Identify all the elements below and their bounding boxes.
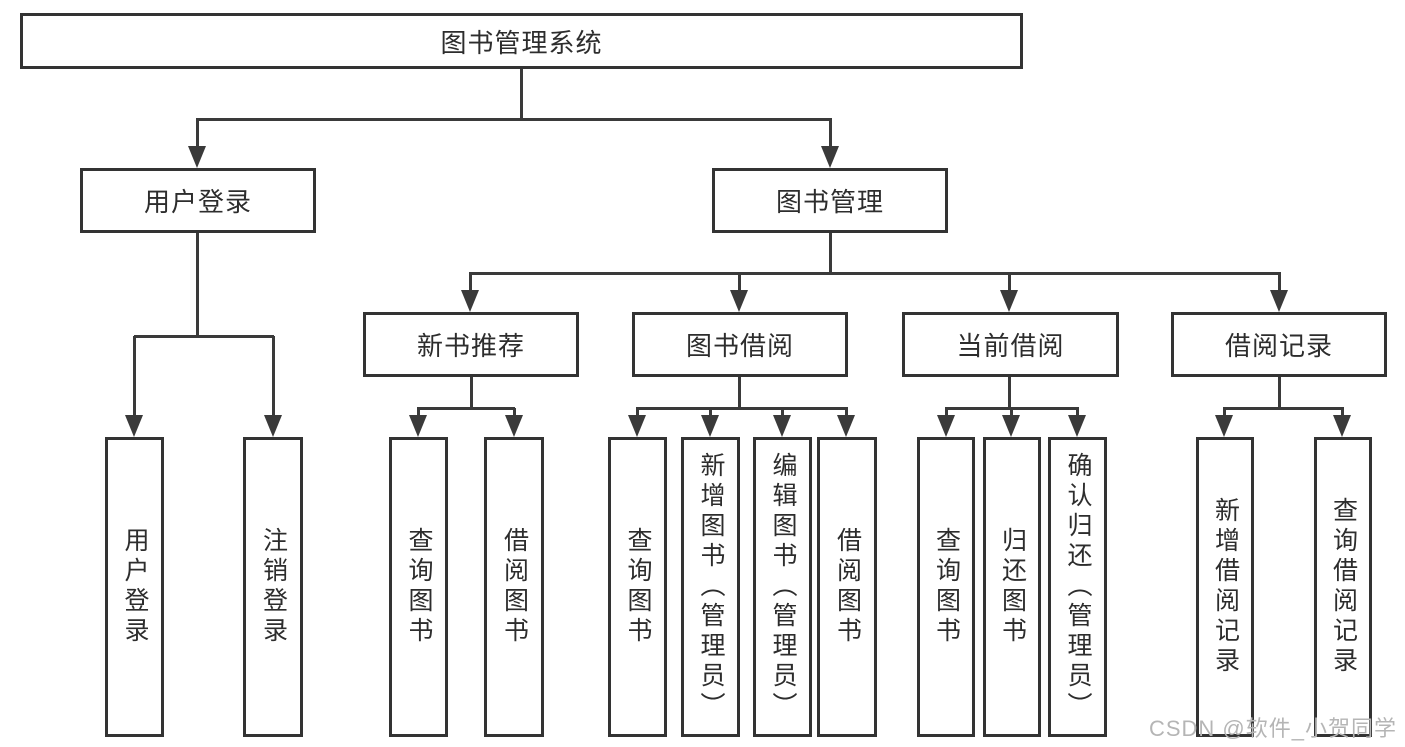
arrowhead-user-login-branch	[188, 146, 206, 168]
watermark: CSDN @软件_小贺同学	[1148, 716, 1397, 741]
connector-root-tbar	[196, 118, 832, 121]
connector-drop-br-add	[1223, 408, 1226, 417]
connector-book-borrowing-tbar	[636, 407, 848, 410]
node-bb-add-books-admin: 新增图书（管理员）	[681, 437, 740, 737]
connector-drop-bb-query	[636, 408, 639, 417]
arrowhead-bb-add	[701, 415, 719, 437]
connector-borrowing-records-stem	[1278, 377, 1281, 408]
connector-drop-book-management	[829, 119, 832, 148]
connector-user-login-tbar	[134, 335, 274, 338]
node-library-system: 图书管理系统	[20, 13, 1023, 69]
connector-drop-br-query	[1341, 408, 1344, 417]
connector-book-borrowing-stem	[738, 377, 741, 408]
connector-drop-bb-borrow	[845, 408, 848, 417]
connector-borrowing-records-tbar	[1223, 407, 1344, 410]
arrowhead-br-add	[1215, 415, 1233, 437]
connector-drop-current-borrowing	[1008, 273, 1011, 293]
node-bb-query-books: 查询图书	[608, 437, 667, 737]
arrowhead-br-query	[1333, 415, 1351, 437]
connector-drop-cb-confirm	[1076, 408, 1079, 417]
node-bb-borrow-books: 借阅图书	[817, 437, 877, 737]
node-br-query-record: 查询借阅记录	[1314, 437, 1372, 737]
arrowhead-current-borrowing	[1000, 290, 1018, 312]
connector-root-stem	[520, 69, 523, 119]
node-nbr-borrow-books: 借阅图书	[484, 437, 544, 737]
node-logout-login: 注销登录	[243, 437, 303, 737]
connector-book-management-stem	[829, 233, 832, 274]
arrowhead-book-borrowing	[730, 290, 748, 312]
node-book-borrowing: 图书借阅	[632, 312, 848, 377]
node-nbr-query-books: 查询图书	[389, 437, 448, 737]
arrowhead-cb-confirm	[1068, 415, 1086, 437]
connector-drop-cb-query	[945, 408, 948, 417]
arrowhead-new-book-recommend	[461, 290, 479, 312]
node-borrowing-records: 借阅记录	[1171, 312, 1387, 377]
arrowhead-bb-edit	[773, 415, 791, 437]
connector-drop-borrowing-records	[1278, 273, 1281, 293]
connector-new-book-stem	[470, 377, 473, 408]
arrowhead-borrowing-records	[1270, 290, 1288, 312]
connector-drop-bb-edit	[781, 408, 784, 417]
connector-drop-book-borrowing	[738, 273, 741, 293]
connector-user-login-stem	[196, 233, 199, 336]
arrowhead-cb-return	[1002, 415, 1020, 437]
node-br-add-record: 新增借阅记录	[1196, 437, 1254, 737]
node-new-book-recommend: 新书推荐	[363, 312, 579, 377]
node-cb-query-books: 查询图书	[917, 437, 975, 737]
arrowhead-book-management	[821, 146, 839, 168]
arrowhead-user-login	[125, 415, 143, 437]
arrowhead-nbr-query	[409, 415, 427, 437]
arrowhead-nbr-borrow	[505, 415, 523, 437]
connector-drop-user-login-branch	[196, 119, 199, 148]
connector-drop-new-book-recommend	[469, 273, 472, 293]
connector-drop-bb-add	[709, 408, 712, 417]
node-cb-confirm-return-admin: 确认归还（管理员）	[1048, 437, 1107, 737]
connector-drop-cb-return	[1010, 408, 1013, 417]
node-user-login-branch: 用户登录	[80, 168, 316, 233]
arrowhead-cb-query	[937, 415, 955, 437]
arrowhead-bb-borrow	[837, 415, 855, 437]
node-book-management: 图书管理	[712, 168, 948, 233]
connector-new-book-tbar	[417, 407, 515, 410]
connector-drop-nbr-borrow	[513, 408, 516, 417]
connector-book-management-tbar	[469, 272, 1281, 275]
arrowhead-bb-query	[628, 415, 646, 437]
connector-drop-logout	[272, 336, 275, 417]
node-bb-edit-books-admin: 编辑图书（管理员）	[753, 437, 812, 737]
connector-drop-user-login	[133, 336, 136, 417]
connector-drop-nbr-query	[417, 408, 420, 417]
arrowhead-logout	[264, 415, 282, 437]
node-cb-return-books: 归还图书	[983, 437, 1041, 737]
node-current-borrowing: 当前借阅	[902, 312, 1119, 377]
node-user-login: 用户登录	[105, 437, 164, 737]
connector-current-borrowing-stem	[1008, 377, 1011, 408]
